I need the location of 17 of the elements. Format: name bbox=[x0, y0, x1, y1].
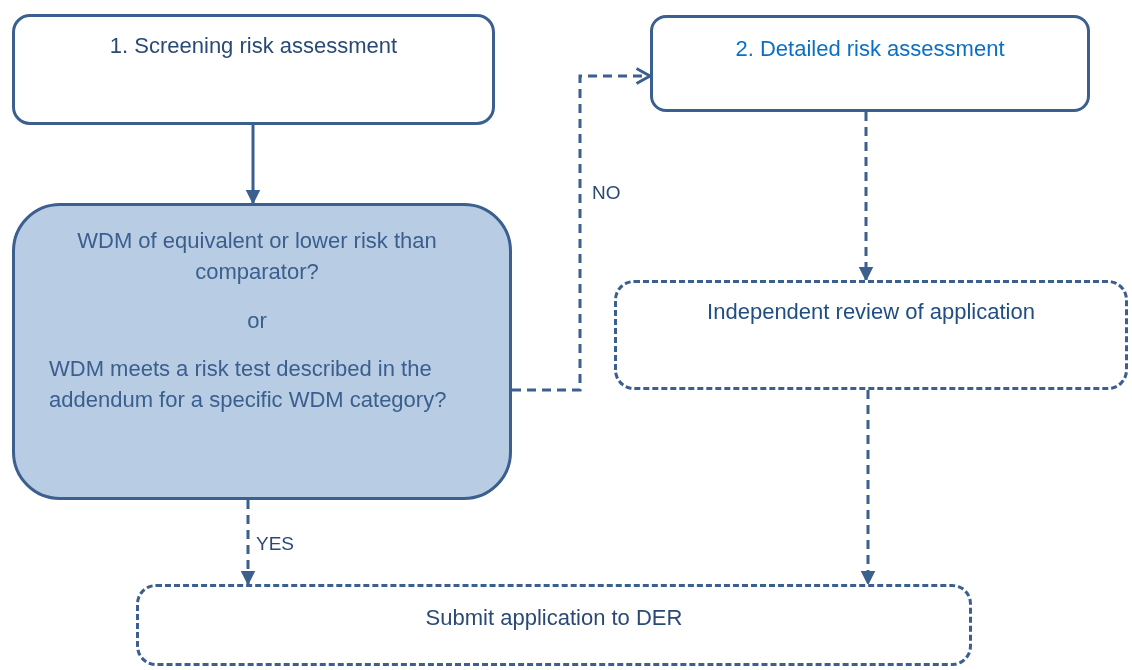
node-text: 2. Detailed risk assessment bbox=[735, 35, 1005, 63]
arrow bbox=[240, 500, 256, 586]
process-box bbox=[12, 14, 495, 125]
arrow bbox=[512, 67, 652, 392]
decision-box bbox=[12, 203, 512, 500]
node-text: WDM meets a risk test described in the addendum for a specific WDM category? bbox=[49, 355, 448, 415]
node-text: or bbox=[246, 306, 268, 335]
node-text: Independent review of application bbox=[707, 298, 1035, 326]
node-text: 1. Screening risk assessment bbox=[109, 32, 398, 60]
arrow bbox=[860, 390, 876, 586]
process-box bbox=[650, 15, 1090, 112]
dashed-process-box bbox=[136, 584, 972, 666]
dashed-process-box bbox=[614, 280, 1128, 390]
arrow bbox=[858, 112, 874, 282]
arrow bbox=[245, 125, 261, 205]
node-text: Submit application to DER bbox=[425, 604, 683, 632]
node-text: WDM of equivalent or lower risk than comparator? bbox=[76, 227, 438, 286]
